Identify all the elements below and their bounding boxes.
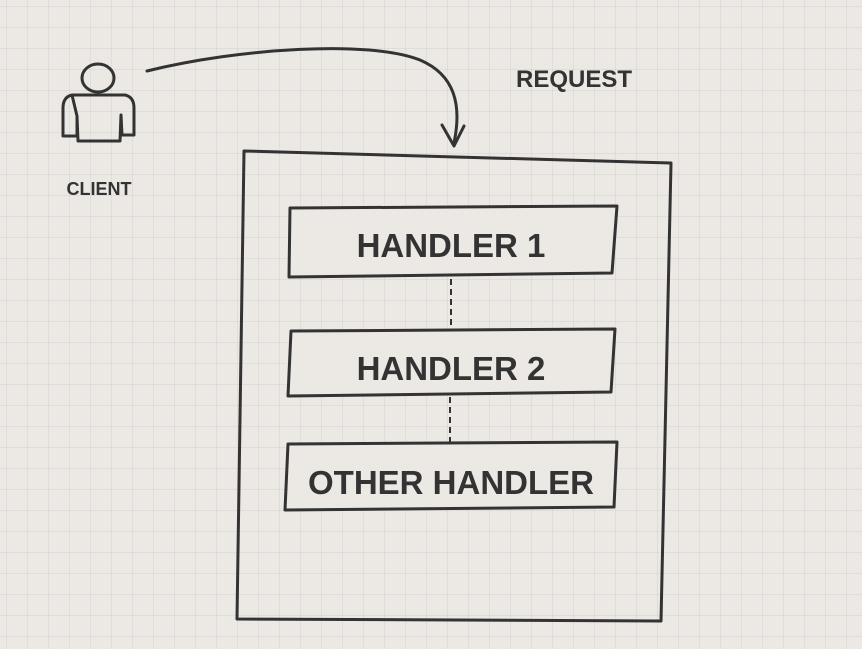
handler-box-2: HANDLER 2 [286, 327, 617, 398]
request-label: REQUEST [516, 66, 632, 93]
handler-2-label: HANDLER 2 [357, 350, 546, 387]
request-arrow [145, 47, 466, 148]
other-handler-label: OTHER HANDLER [308, 464, 594, 501]
person-icon [61, 62, 136, 143]
handler-1-label: HANDLER 1 [357, 227, 546, 264]
other-handler-box: OTHER HANDLER [283, 440, 619, 512]
client-label: CLIENT [67, 179, 132, 199]
handler-container [235, 149, 673, 623]
handler-box-1: HANDLER 1 [287, 204, 619, 279]
